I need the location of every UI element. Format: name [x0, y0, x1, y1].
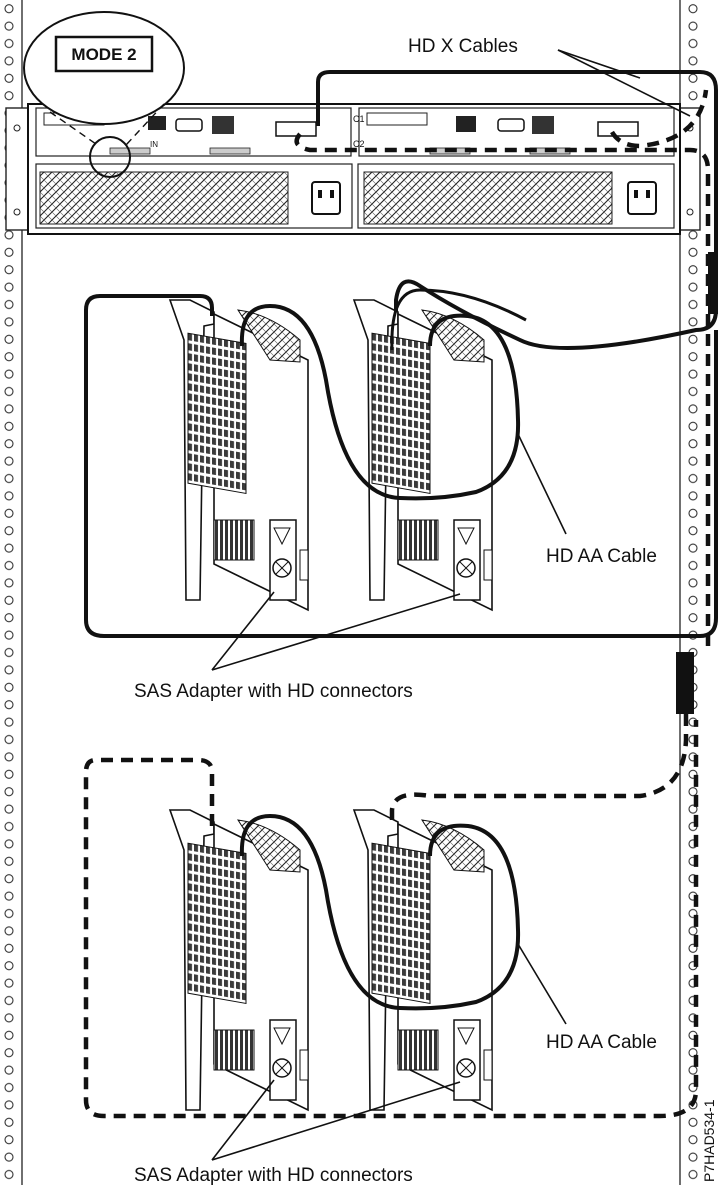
cable-connector-bottom	[676, 652, 694, 714]
power-supply-right	[358, 164, 674, 228]
leader-sas-top-2	[212, 594, 460, 670]
mode-label: MODE 2	[71, 45, 136, 64]
sas-adapter-card-1	[170, 300, 308, 610]
port-label-c2: C2	[353, 139, 365, 149]
sas-adapter-card-4	[354, 810, 492, 1110]
sas-adapter-bottom-label: SAS Adapter with HD connectors	[134, 1165, 413, 1185]
leader-sas-top-1	[212, 592, 274, 670]
sas-adapter-card-2	[354, 300, 492, 610]
hd-x-cables-label: HD X Cables	[408, 36, 518, 57]
leader-aa-top	[518, 434, 566, 534]
mode-switch-label: IN	[150, 140, 158, 149]
leader-aa-bottom	[518, 944, 566, 1024]
sas-adapter-card-3	[170, 810, 308, 1110]
bottom-dashed-loop	[392, 714, 686, 826]
sas-adapter-top-label: SAS Adapter with HD connectors	[134, 681, 413, 702]
figure-code: P7HAD534-1	[701, 1099, 717, 1182]
leader-sas-bottom-2	[212, 1082, 460, 1160]
hd-aa-cable-bottom-label: HD AA Cable	[546, 1032, 657, 1053]
port-label-c1: C1	[353, 114, 365, 124]
leader-sas-bottom-1	[212, 1080, 274, 1160]
hd-aa-cable-top-label: HD AA Cable	[546, 546, 657, 567]
power-supply-left	[36, 164, 352, 228]
